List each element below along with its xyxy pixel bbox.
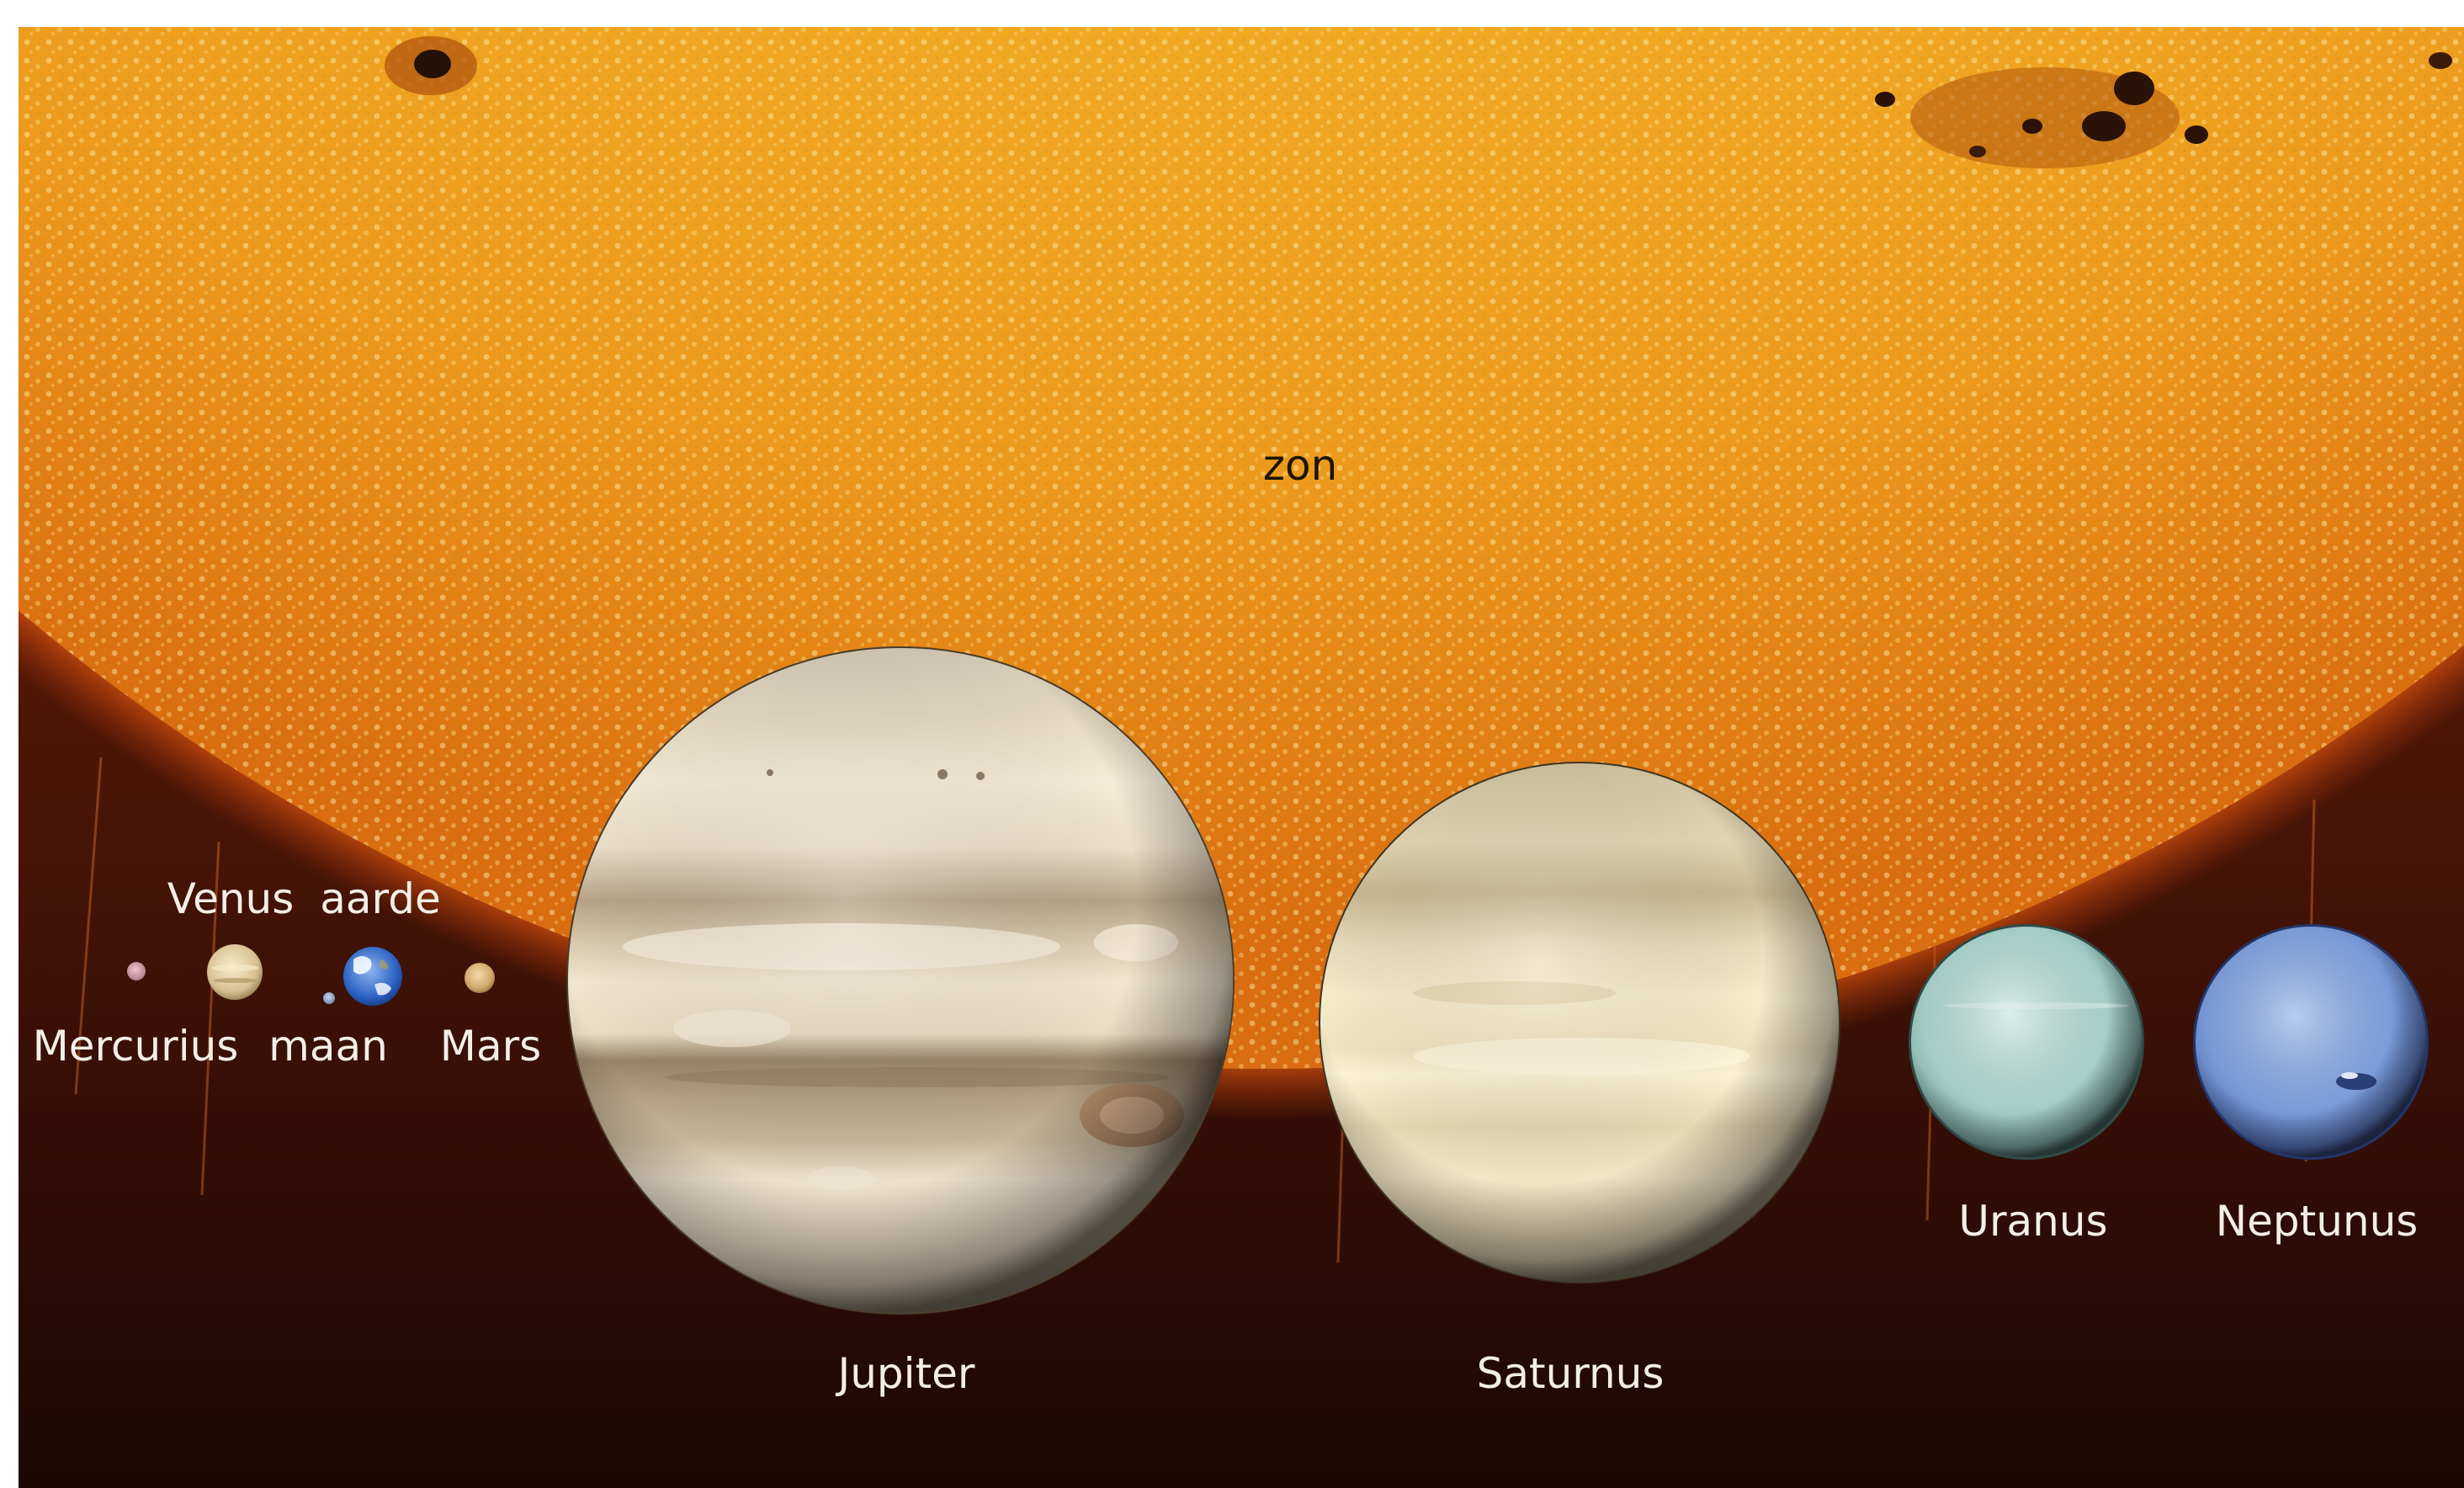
mercury-planet-icon (127, 962, 146, 980)
planet-label-jupiter: Jupiter (837, 1349, 975, 1398)
sun-label: zon (1262, 441, 1338, 490)
planet-label-uranus: Uranus (1958, 1197, 2108, 1246)
planet-label-aarde: aarde (320, 874, 441, 923)
sun (0, 0, 2464, 1119)
sunspots (385, 36, 2452, 168)
planet-label-maan: maan (268, 1022, 388, 1071)
uranus-planet-icon (1909, 924, 2144, 1160)
planet-label-mercurius: Mercurius (32, 1022, 239, 1071)
venus-planet-icon (207, 944, 263, 1000)
planet-label-mars: Mars (439, 1022, 542, 1071)
sun-granulation (0, 0, 2464, 1069)
planet-label-venus: Venus (167, 874, 295, 923)
moon-icon (323, 992, 335, 1004)
jupiter-planet-icon (566, 646, 1235, 1315)
saturn-planet-icon (1319, 762, 1840, 1283)
earth-planet-icon (343, 947, 402, 1006)
neptune-planet-icon (2193, 924, 2429, 1160)
planet-label-neptunus: Neptunus (2215, 1197, 2419, 1246)
planet-label-saturnus: Saturnus (1476, 1349, 1665, 1398)
mars-planet-icon (465, 963, 495, 993)
